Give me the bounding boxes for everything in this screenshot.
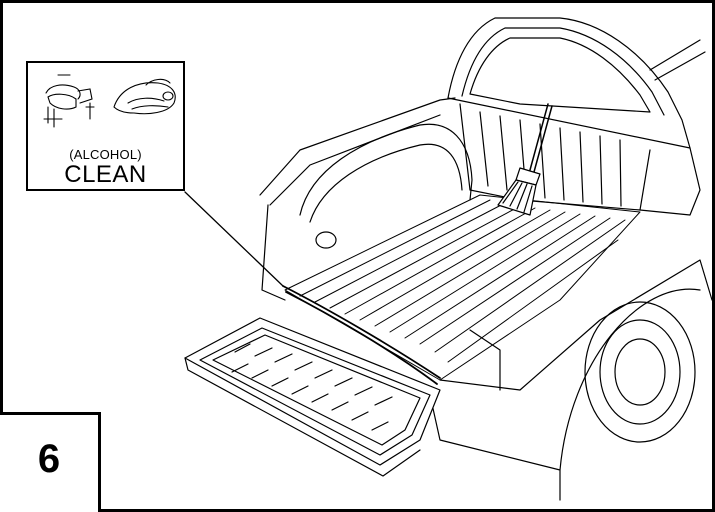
broom-icon: [497, 103, 553, 216]
tailgate: [184, 317, 441, 477]
bed-right-wall: [447, 97, 701, 216]
clean-callout: (ALCOHOL) CLEAN: [26, 61, 185, 191]
callout-label: CLEAN: [64, 161, 147, 188]
hands-wiping-icon: [43, 74, 176, 128]
tailgate-seal: [282, 285, 441, 385]
callout-leader-line: [184, 191, 284, 287]
step-number: 6: [37, 437, 61, 481]
cab: [447, 17, 706, 149]
rear-wheel: [429, 259, 713, 501]
step-number-box: 6: [0, 412, 101, 512]
callout-subtitle: (ALCOHOL): [69, 147, 142, 162]
bed-floor: [284, 194, 641, 381]
bed-left-wall: [259, 97, 473, 301]
